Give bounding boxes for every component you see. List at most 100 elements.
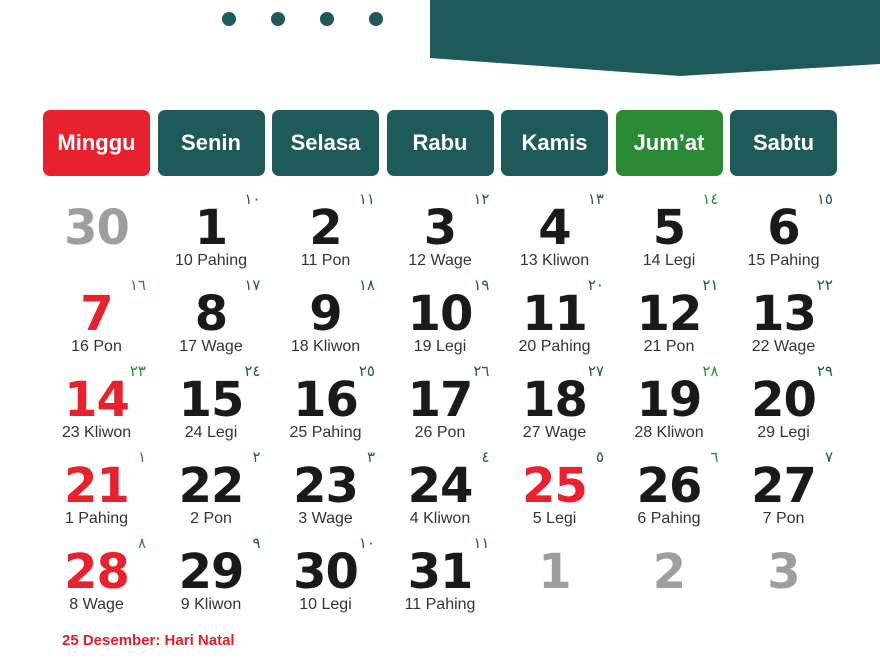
date-cell[interactable]: 2 (616, 528, 723, 614)
date-number: 18 (522, 372, 588, 428)
date-cell[interactable]: 30 (43, 184, 150, 270)
javanese-date: 12 Wage (408, 252, 472, 269)
weekday-kamis: Kamis (501, 110, 608, 176)
weekday-senin: Senin (157, 110, 265, 176)
javanese-date: 20 Pahing (518, 338, 591, 355)
javanese-date: 29 Legi (757, 424, 810, 441)
date-number: 26 (636, 458, 703, 514)
date-number: 21 (64, 458, 130, 514)
javanese-date: 23 Kliwon (61, 424, 132, 441)
date-number: 6 (767, 200, 800, 256)
date-number: 3 (423, 200, 457, 256)
javanese-date: 19 Legi (413, 338, 467, 355)
hijri-date: ١٦ (129, 276, 146, 294)
date-number: 24 (407, 458, 474, 514)
hijri-date: ١٢ (473, 190, 490, 208)
javanese-date: 6 Pahing (637, 510, 701, 527)
javanese-date: 4 Kliwon (409, 510, 471, 527)
javanese-date: 9 Kliwon (180, 596, 242, 613)
date-number: 17 (407, 372, 474, 428)
date-number: 9 (309, 286, 342, 342)
hijri-date: ٢٠ (587, 276, 604, 294)
javanese-date: 1 Pahing (64, 510, 129, 527)
javanese-date: 11 Pahing (404, 596, 476, 613)
date-number: 1 (194, 200, 228, 256)
hijri-date: ٢٤ (244, 362, 261, 380)
javanese-date: 10 Pahing (174, 252, 248, 269)
date-number: 20 (751, 372, 817, 428)
date-number: 30 (64, 200, 130, 256)
javanese-date: 28 Kliwon (634, 424, 704, 441)
date-number: 11 (522, 286, 588, 342)
hijri-date: ١٠ (244, 190, 261, 208)
dot-4 (369, 12, 383, 26)
date-number: 15 (178, 372, 245, 428)
date-number: 2 (652, 544, 686, 600)
hijri-date: ٢١ (702, 276, 719, 294)
hijri-date: ١٨ (358, 276, 375, 294)
date-number: 31 (407, 544, 474, 600)
hijri-date: ١٤ (702, 190, 719, 208)
date-number: 1 (538, 544, 571, 600)
date-number: 7 (80, 286, 113, 342)
date-number: 16 (293, 372, 359, 428)
date-number: 25 (522, 458, 588, 514)
weekday-minggu: Minggu (43, 110, 150, 176)
date-number: 12 (636, 286, 703, 342)
weekday-selasa: Selasa (272, 110, 379, 176)
hijri-date: ١١ (473, 534, 490, 552)
date-cell[interactable]: 3 (730, 528, 837, 614)
date-number: 10 (407, 286, 474, 342)
date-number: 30 (293, 544, 359, 600)
holiday-note: 25 Desember: Hari Natal (62, 632, 235, 649)
dot-1 (222, 12, 236, 26)
header-banner (430, 0, 880, 76)
date-cell[interactable]: 1 (501, 528, 608, 614)
date-number: 28 (64, 544, 130, 600)
hijri-date: ١٧ (244, 276, 261, 294)
javanese-date: 18 Kliwon (290, 338, 361, 355)
javanese-date: 27 Wage (522, 424, 587, 441)
hijri-date: ١٩ (473, 276, 490, 294)
javanese-date: 13 Kliwon (519, 252, 590, 269)
date-number: 23 (293, 458, 359, 514)
weekday-jumat: Jum’at (615, 110, 723, 176)
date-number: 13 (751, 286, 817, 342)
hijri-date: ٢٨ (702, 362, 719, 380)
weekday-sabtu: Sabtu (730, 110, 837, 176)
hijri-date: ٢٣ (129, 362, 146, 380)
hijri-date: ٢٥ (358, 362, 375, 380)
hijri-date: ٢ (252, 448, 261, 466)
